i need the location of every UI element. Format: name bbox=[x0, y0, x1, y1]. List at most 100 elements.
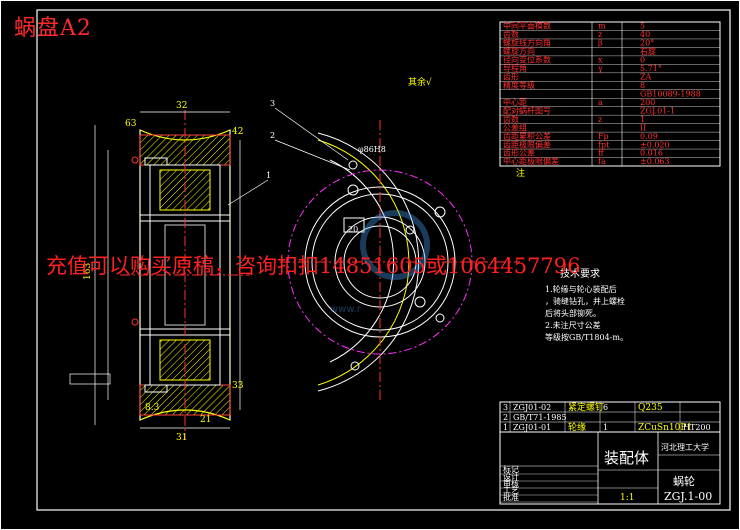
params-note: 注 bbox=[516, 167, 525, 179]
dim-key: 20 bbox=[348, 225, 358, 234]
param-name: 径向变位系数 bbox=[503, 55, 551, 65]
param-name: 精度等级 bbox=[503, 80, 535, 90]
param-name: 齿距极限偏差 bbox=[503, 139, 551, 149]
part-number: 1 bbox=[503, 423, 508, 432]
param-symbol: fa bbox=[598, 157, 606, 166]
dim-bore-fit: φ86H8 bbox=[358, 145, 386, 154]
tech-req-line-1: 1.轮缘与轮心装配后 bbox=[545, 284, 617, 294]
param-value: II bbox=[640, 123, 646, 132]
param-symbol: fpt bbox=[598, 140, 610, 149]
tech-req-heading: 技术要求 bbox=[560, 267, 600, 280]
part-code: ZGJ01-01 bbox=[513, 423, 551, 432]
surface-roughness-note: 其余√ bbox=[408, 76, 432, 88]
drawing-number: ZGJ.1-00 bbox=[664, 490, 712, 503]
dim-63: 63 bbox=[125, 119, 137, 129]
param-name: 导程角 bbox=[503, 63, 527, 73]
param-value: ZA bbox=[640, 72, 652, 81]
tech-req-line-2: ，骑缝钻孔，并上螺栓 bbox=[545, 296, 625, 306]
part-code: GB/T71-1985 bbox=[513, 413, 567, 422]
dim-163: 163 bbox=[83, 263, 93, 280]
param-value: 0.09 bbox=[640, 132, 658, 141]
dim-33: 33 bbox=[232, 381, 244, 391]
param-symbol: Fp bbox=[598, 132, 609, 141]
sheet-title: 蜗盘A2 bbox=[14, 16, 92, 41]
part-number: 3 bbox=[503, 403, 508, 412]
dim-8-3: 8.3 bbox=[145, 403, 160, 413]
param-name: 齿形公差 bbox=[503, 148, 535, 158]
title-row-label: 批准 bbox=[503, 492, 519, 502]
title-row-label: 设计 bbox=[503, 471, 519, 481]
part-name-cell: 紧定螺钉 bbox=[568, 401, 604, 413]
tech-req-line-3: 后将头部铆死。 bbox=[545, 308, 601, 318]
dim-21: 21 bbox=[200, 415, 211, 425]
param-value: 20° bbox=[640, 39, 654, 48]
param-value: ZGJ.01-1 bbox=[640, 106, 675, 115]
watermark: www.r bbox=[330, 210, 430, 315]
param-value: ±0.020 bbox=[640, 140, 670, 149]
part-qty: 1 bbox=[603, 423, 608, 432]
param-name: 螺旋方向 bbox=[503, 46, 535, 56]
param-value: 右旋 bbox=[640, 46, 656, 56]
param-symbol: ff bbox=[598, 149, 605, 158]
part-code: ZGJ01-02 bbox=[513, 403, 551, 412]
material-box: HT200 bbox=[683, 423, 711, 432]
param-symbol: β bbox=[598, 39, 603, 48]
param-symbol: z bbox=[598, 30, 602, 39]
param-symbol: x bbox=[598, 56, 603, 65]
school-name: 河北理工大学 bbox=[661, 442, 709, 452]
param-symbol: a bbox=[598, 98, 603, 107]
param-name: 齿数 bbox=[503, 29, 519, 39]
dim-32: 32 bbox=[176, 101, 187, 111]
scale: 1:1 bbox=[620, 493, 634, 503]
param-value: ±0.063 bbox=[640, 157, 670, 166]
param-name: 配对蜗杆图号 bbox=[503, 105, 551, 115]
param-value: 0 bbox=[640, 56, 645, 65]
watermark-text: www.r bbox=[330, 304, 362, 315]
param-value: 200 bbox=[640, 98, 655, 107]
param-value: 8 bbox=[640, 81, 645, 90]
param-name: 公差组 bbox=[503, 122, 527, 132]
part-number: 2 bbox=[503, 413, 508, 422]
param-name: 中心距极限偏差 bbox=[503, 156, 559, 166]
front-view-labels: 3 2 1 其余√ φ86H8 20 bbox=[266, 76, 432, 234]
tech-req-line-4: 2.未注尺寸公差 bbox=[545, 320, 601, 330]
param-value: 40 bbox=[640, 30, 650, 39]
param-value: GB10089-1988 bbox=[640, 89, 701, 98]
side-view-dimensions: 63 32 42 33 163 8.3 31 21 bbox=[83, 101, 244, 443]
promo-banner: 充值可以购买原稿，咨询扣扣1485160​5或1064457796 bbox=[46, 254, 581, 278]
side-section-view bbox=[69, 110, 250, 440]
front-half-view bbox=[227, 107, 520, 400]
param-name: 螺旋线方向角 bbox=[503, 38, 551, 48]
part-qty: 6 bbox=[603, 403, 608, 412]
part-name: 蜗轮 bbox=[673, 474, 695, 488]
dim-42: 42 bbox=[232, 127, 243, 137]
param-symbol: m bbox=[598, 22, 606, 31]
tech-req-line-5: 等级按GB/T1804-m。 bbox=[545, 332, 628, 342]
param-symbol: z bbox=[598, 115, 602, 124]
param-value: 1 bbox=[640, 115, 645, 124]
param-value: 5 bbox=[640, 22, 645, 31]
balloon-1: 1 bbox=[266, 171, 271, 180]
dim-31: 31 bbox=[176, 433, 187, 443]
param-name: 齿形 bbox=[503, 72, 519, 81]
title-row-label: 标记 bbox=[503, 464, 519, 474]
param-name: 齿距累积公差 bbox=[503, 131, 551, 141]
title-row-label: 审核 bbox=[503, 478, 519, 488]
assembly-title: 装配体 bbox=[604, 449, 649, 467]
param-value: 0.016 bbox=[640, 149, 663, 158]
part-material: Q235 bbox=[638, 403, 663, 413]
drawing-frame bbox=[36, 9, 731, 511]
param-name: 齿数 bbox=[503, 114, 519, 124]
param-symbol: γ bbox=[598, 64, 603, 73]
balloon-3: 3 bbox=[270, 99, 275, 108]
part-name-cell: 轮缘 bbox=[568, 421, 586, 433]
technical-requirements: 技术要求 1.轮缘与轮心装配后 ，骑缝钻孔，并上螺栓 后将头部铆死。 2.未注尺… bbox=[545, 267, 628, 342]
param-value: 5.71° bbox=[640, 64, 662, 73]
title-row-label: 工艺 bbox=[503, 486, 519, 495]
